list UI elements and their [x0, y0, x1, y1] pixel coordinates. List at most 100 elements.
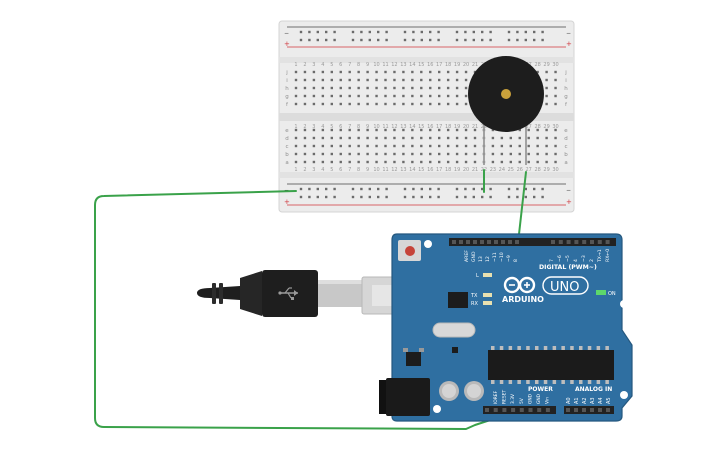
breadboard-hole[interactable] — [357, 144, 360, 148]
breadboard-hole[interactable] — [303, 136, 307, 140]
breadboard-hole[interactable] — [402, 128, 405, 132]
breadboard-hole[interactable] — [303, 152, 307, 156]
rail-hole[interactable] — [412, 30, 415, 34]
breadboard-hole[interactable] — [375, 86, 378, 90]
breadboard-hole[interactable] — [321, 136, 325, 140]
breadboard-hole[interactable] — [464, 102, 468, 106]
rail-hole[interactable] — [507, 30, 511, 34]
header-hole[interactable] — [605, 240, 610, 244]
breadboard-hole[interactable] — [536, 152, 539, 156]
breadboard-hole[interactable] — [473, 70, 477, 74]
rail-hole[interactable] — [325, 30, 328, 34]
breadboard-hole[interactable] — [446, 160, 450, 164]
rail-hole[interactable] — [377, 187, 380, 191]
breadboard-hole[interactable] — [536, 128, 539, 132]
rail-hole[interactable] — [524, 38, 527, 42]
rail-hole[interactable] — [420, 187, 423, 191]
rail-hole[interactable] — [377, 38, 380, 42]
breadboard-hole[interactable] — [366, 152, 369, 156]
breadboard-hole[interactable] — [384, 144, 387, 148]
reset-button[interactable] — [398, 240, 421, 261]
breadboard-hole[interactable] — [491, 144, 495, 148]
rail-hole[interactable] — [333, 187, 336, 191]
breadboard-hole[interactable] — [402, 160, 405, 164]
breadboard-hole[interactable] — [339, 136, 342, 140]
breadboard-hole[interactable] — [294, 144, 298, 148]
breadboard-hole[interactable] — [366, 136, 369, 140]
breadboard-hole[interactable] — [420, 86, 423, 90]
breadboard-hole[interactable] — [384, 86, 387, 90]
rail-hole[interactable] — [403, 30, 407, 34]
header-hole[interactable] — [566, 240, 571, 244]
breadboard-hole[interactable] — [393, 160, 396, 164]
breadboard-hole[interactable] — [321, 144, 325, 148]
breadboard-hole[interactable] — [411, 128, 414, 132]
breadboard-hole[interactable] — [473, 160, 477, 164]
breadboard-hole[interactable] — [303, 94, 307, 98]
header-hole[interactable] — [452, 240, 456, 244]
breadboard-hole[interactable] — [357, 86, 360, 90]
rail-hole[interactable] — [455, 38, 459, 42]
breadboard-hole[interactable] — [527, 128, 530, 132]
header-hole[interactable] — [582, 240, 587, 244]
breadboard-hole[interactable] — [303, 144, 307, 148]
header-hole[interactable] — [590, 408, 594, 412]
rail-hole[interactable] — [403, 187, 407, 191]
breadboard-hole[interactable] — [321, 70, 325, 74]
breadboard-hole[interactable] — [321, 152, 325, 156]
breadboard-hole[interactable] — [393, 152, 396, 156]
breadboard-hole[interactable] — [294, 136, 298, 140]
breadboard-hole[interactable] — [339, 86, 342, 90]
header-hole[interactable] — [582, 408, 586, 412]
breadboard-hole[interactable] — [330, 128, 333, 132]
breadboard-hole[interactable] — [402, 94, 405, 98]
breadboard-hole[interactable] — [554, 78, 557, 82]
breadboard-hole[interactable] — [375, 152, 378, 156]
breadboard-hole[interactable] — [339, 152, 342, 156]
breadboard-hole[interactable] — [509, 136, 512, 140]
breadboard-hole[interactable] — [420, 78, 423, 82]
rail-hole[interactable] — [541, 30, 544, 34]
breadboard-hole[interactable] — [330, 144, 333, 148]
wire-buzzer-to-pin-8[interactable] — [517, 171, 527, 244]
breadboard-hole[interactable] — [411, 144, 414, 148]
breadboard-hole[interactable] — [375, 94, 378, 98]
breadboard-hole[interactable] — [348, 128, 351, 132]
breadboard-hole[interactable] — [509, 152, 512, 156]
breadboard-hole[interactable] — [321, 94, 325, 98]
rail-hole[interactable] — [333, 38, 336, 42]
usb-cable[interactable] — [197, 270, 423, 317]
breadboard-hole[interactable] — [536, 70, 539, 74]
breadboard-hole[interactable] — [464, 70, 468, 74]
breadboard-hole[interactable] — [464, 86, 468, 90]
breadboard-hole[interactable] — [402, 136, 405, 140]
rail-hole[interactable] — [481, 30, 484, 34]
header-hole[interactable] — [480, 240, 484, 244]
breadboard-hole[interactable] — [384, 160, 387, 164]
breadboard-hole[interactable] — [348, 94, 351, 98]
breadboard-hole[interactable] — [357, 102, 360, 106]
rail-hole[interactable] — [403, 195, 407, 199]
breadboard-hole[interactable] — [303, 86, 307, 90]
breadboard-hole[interactable] — [420, 102, 423, 106]
breadboard-hole[interactable] — [473, 136, 477, 140]
breadboard-hole[interactable] — [348, 136, 351, 140]
breadboard-hole[interactable] — [294, 160, 298, 164]
rail-hole[interactable] — [429, 195, 432, 199]
breadboard-hole[interactable] — [348, 78, 351, 82]
header-hole[interactable] — [590, 240, 594, 244]
breadboard-hole[interactable] — [402, 78, 405, 82]
breadboard-hole[interactable] — [321, 78, 325, 82]
breadboard-hole[interactable] — [554, 70, 557, 74]
breadboard-hole[interactable] — [455, 70, 459, 74]
header-hole[interactable] — [574, 408, 578, 412]
breadboard-hole[interactable] — [312, 102, 316, 106]
breadboard-hole[interactable] — [312, 94, 316, 98]
rail-hole[interactable] — [507, 195, 511, 199]
breadboard-hole[interactable] — [366, 144, 369, 148]
rail-hole[interactable] — [316, 30, 319, 34]
breadboard-hole[interactable] — [429, 128, 432, 132]
breadboard-hole[interactable] — [312, 78, 316, 82]
breadboard-hole[interactable] — [438, 78, 441, 82]
header-hole[interactable] — [501, 240, 505, 244]
